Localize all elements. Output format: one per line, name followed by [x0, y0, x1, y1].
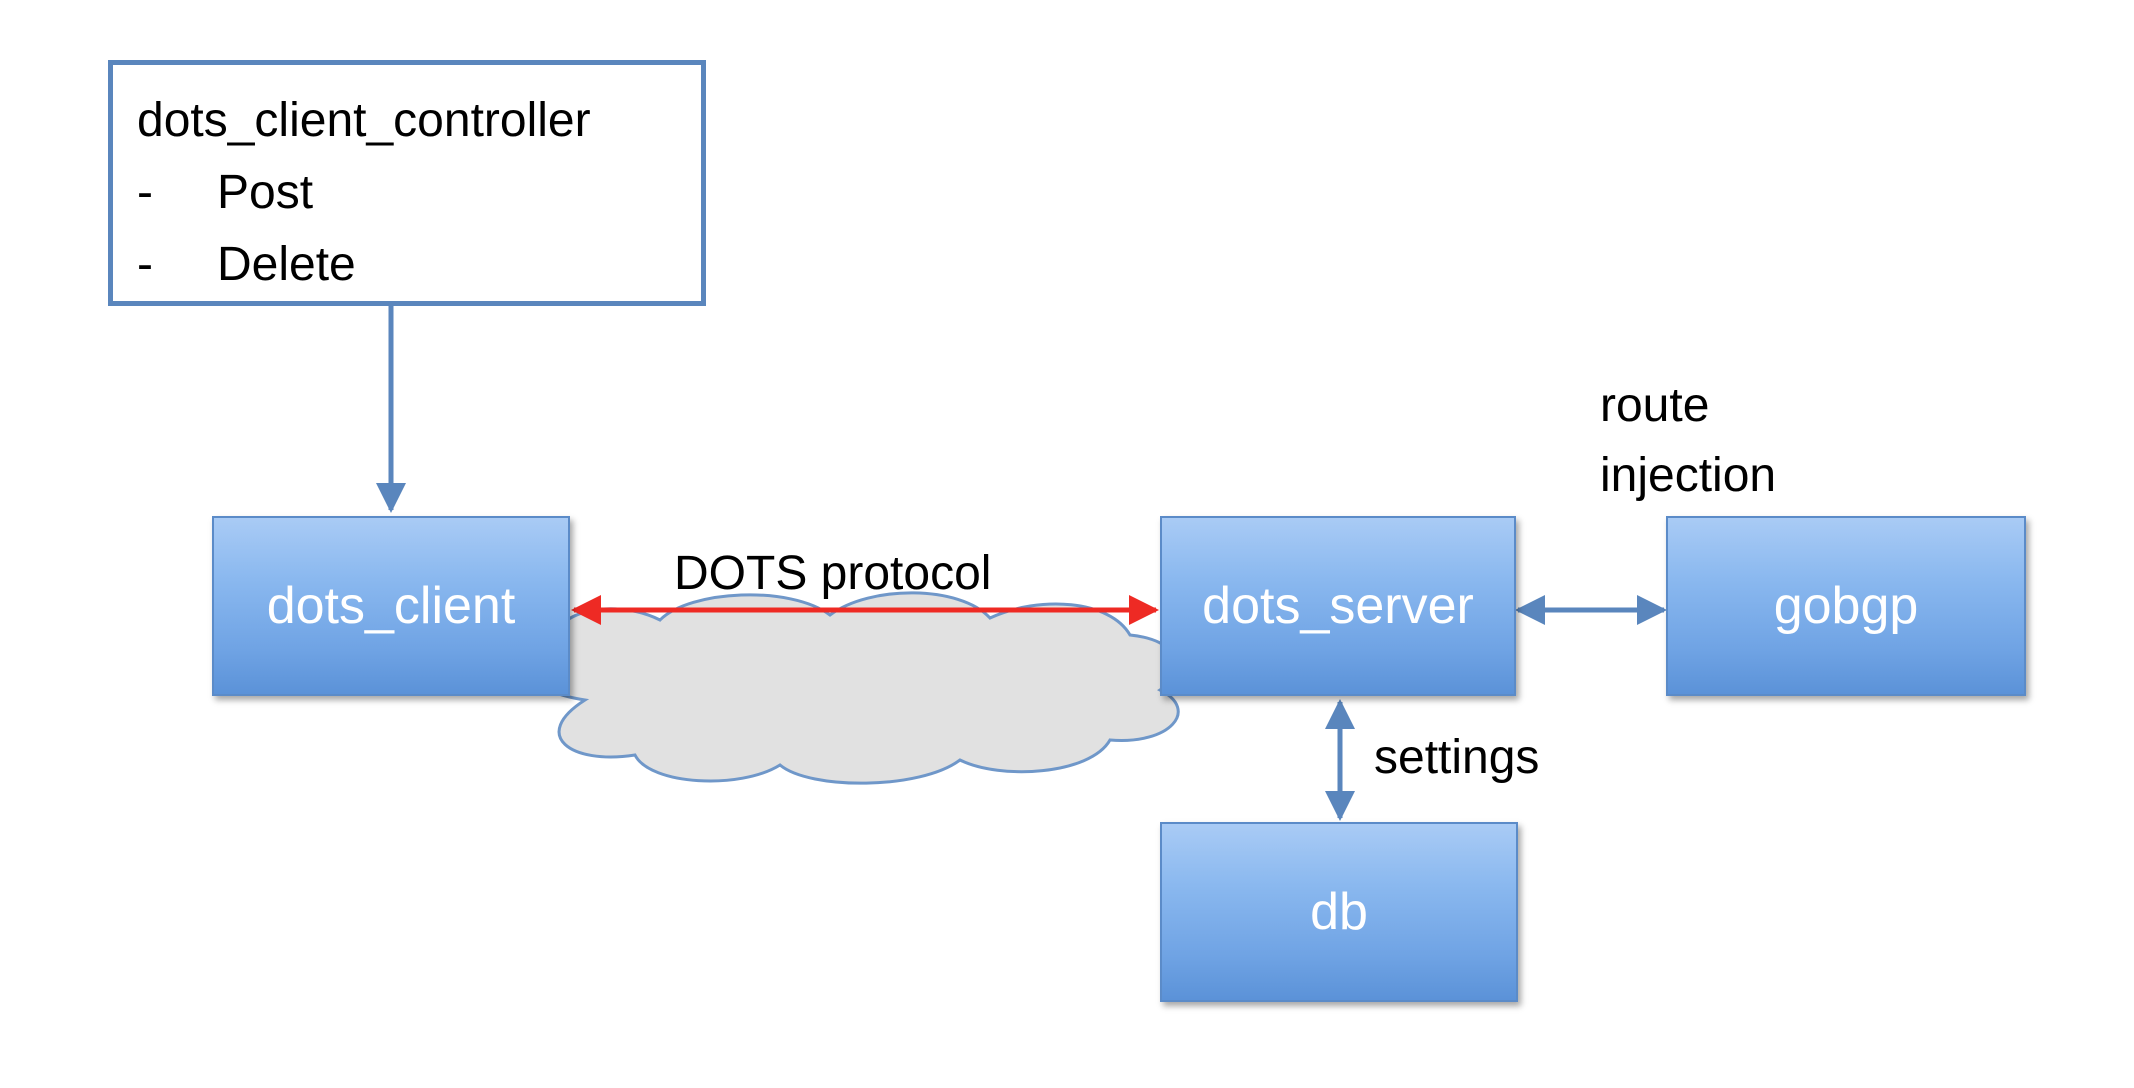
controller-item-label: Post	[217, 166, 314, 219]
db-node: db	[1160, 822, 1518, 1002]
controller-title: dots_client_controller	[137, 94, 591, 147]
cloud-icon	[529, 591, 1180, 785]
controller-box: dots_client_controller - Post - Delete	[108, 60, 706, 306]
bullet-dash: -	[137, 166, 153, 219]
bullet-dash: -	[137, 238, 153, 291]
controller-item-delete: - Delete	[137, 229, 701, 301]
controller-item-label: Delete	[217, 238, 356, 291]
route-label: route	[1600, 379, 1710, 432]
controller-item-post: - Post	[137, 157, 701, 229]
dots-protocol-label: DOTS protocol	[674, 547, 992, 600]
dots-client-node: dots_client	[212, 516, 570, 696]
settings-label: settings	[1374, 731, 1540, 784]
injection-label: injection	[1600, 449, 1777, 502]
gobgp-node: gobgp	[1666, 516, 2026, 696]
dots-server-node: dots_server	[1160, 516, 1516, 696]
